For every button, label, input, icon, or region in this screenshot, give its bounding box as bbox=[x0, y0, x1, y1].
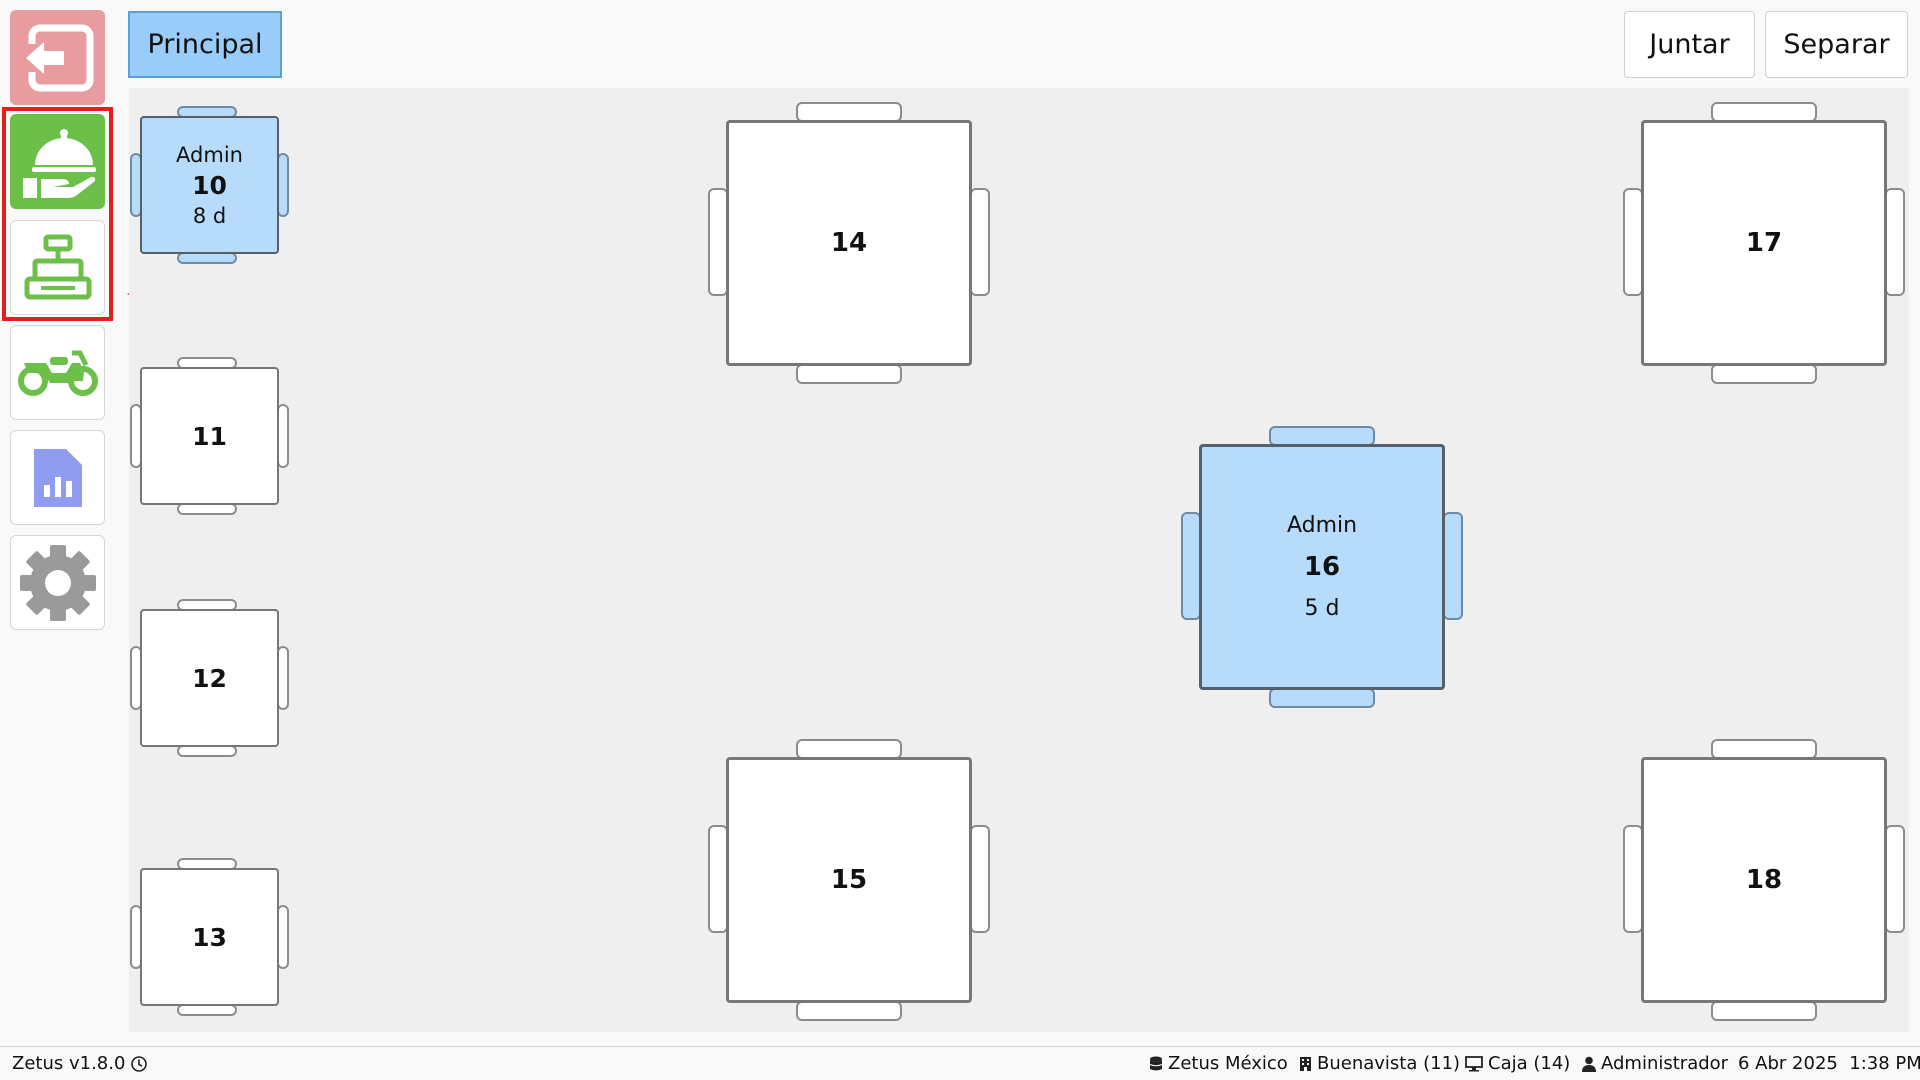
table-number: 10 bbox=[192, 170, 227, 200]
company-text: Zetus México bbox=[1168, 1053, 1288, 1074]
delivery-button[interactable] bbox=[10, 325, 105, 420]
chair bbox=[1623, 188, 1643, 296]
table-number: 17 bbox=[1745, 228, 1783, 258]
chair bbox=[970, 188, 990, 296]
table-18[interactable]: 18 bbox=[1623, 739, 1905, 1021]
cash-register-button[interactable] bbox=[10, 220, 105, 315]
table-14[interactable]: 14 bbox=[708, 102, 990, 384]
table-16[interactable]: Admin 16 5 d bbox=[1181, 426, 1463, 708]
chair bbox=[1885, 825, 1905, 933]
chair bbox=[1711, 739, 1817, 759]
chair bbox=[1269, 426, 1375, 446]
chair bbox=[796, 1001, 902, 1021]
table-number: 14 bbox=[830, 228, 868, 258]
chair bbox=[1181, 512, 1201, 620]
user-text: Administrador bbox=[1601, 1053, 1729, 1074]
table-10[interactable]: Admin 10 8 d bbox=[130, 106, 289, 264]
chair bbox=[970, 825, 990, 933]
gear-icon bbox=[17, 542, 99, 624]
join-label: Juntar bbox=[1649, 29, 1730, 60]
datetime-info: 6 Abr 2025 1:38 PM bbox=[1738, 1053, 1920, 1074]
company-info: Zetus México bbox=[1149, 1053, 1288, 1074]
table-number: 13 bbox=[192, 922, 227, 952]
area-tab-label: Principal bbox=[147, 29, 263, 60]
monitor-icon bbox=[1465, 1055, 1483, 1072]
table-number: 16 bbox=[1303, 552, 1341, 582]
chair bbox=[1711, 1001, 1817, 1021]
chair bbox=[1623, 825, 1643, 933]
user-icon bbox=[1582, 1056, 1596, 1072]
table-user: Admin bbox=[1286, 513, 1358, 538]
split-button[interactable]: Separar bbox=[1765, 11, 1908, 78]
chair bbox=[708, 188, 728, 296]
chair bbox=[1269, 688, 1375, 708]
table-number: 18 bbox=[1745, 865, 1783, 895]
branch-text: Buenavista (11) bbox=[1317, 1053, 1461, 1074]
exit-button[interactable] bbox=[10, 10, 105, 105]
register-info: Caja (14) bbox=[1465, 1053, 1570, 1074]
database-icon bbox=[1149, 1056, 1163, 1072]
table-number: 12 bbox=[192, 663, 227, 693]
table-13[interactable]: 13 bbox=[130, 858, 289, 1016]
chair bbox=[1443, 512, 1463, 620]
clock-icon bbox=[130, 1055, 148, 1073]
split-label: Separar bbox=[1783, 29, 1890, 60]
register-text: Caja (14) bbox=[1488, 1053, 1571, 1074]
status-bar: Zetus v1.8.0 Zetus México Buenavista (11… bbox=[0, 1046, 1920, 1080]
area-tab-principal[interactable]: Principal bbox=[128, 11, 282, 78]
branch-info: Buenavista (11) bbox=[1299, 1053, 1460, 1074]
chair bbox=[708, 825, 728, 933]
building-icon bbox=[1299, 1056, 1312, 1072]
table-duration: 5 d bbox=[1304, 596, 1340, 621]
settings-button[interactable] bbox=[10, 535, 105, 630]
chair bbox=[1711, 364, 1817, 384]
chair bbox=[796, 102, 902, 122]
chair bbox=[796, 739, 902, 759]
cash-register-icon bbox=[21, 231, 95, 305]
table-number: 15 bbox=[830, 865, 868, 895]
version-text: Zetus v1.8.0 bbox=[12, 1053, 126, 1074]
exit-icon bbox=[18, 18, 98, 98]
table-12[interactable]: 12 bbox=[130, 599, 289, 757]
report-chart-icon bbox=[28, 443, 88, 513]
chair bbox=[796, 364, 902, 384]
table-user: Admin bbox=[176, 142, 243, 167]
chair bbox=[1711, 102, 1817, 122]
table-17[interactable]: 17 bbox=[1623, 102, 1905, 384]
table-11[interactable]: 11 bbox=[130, 357, 289, 515]
floor-plan bbox=[129, 88, 1909, 1032]
join-button[interactable]: Juntar bbox=[1624, 11, 1755, 78]
table-15[interactable]: 15 bbox=[708, 739, 990, 1021]
reports-button[interactable] bbox=[10, 430, 105, 525]
chair bbox=[1885, 188, 1905, 296]
version-info: Zetus v1.8.0 bbox=[12, 1053, 148, 1074]
tables-button[interactable] bbox=[10, 114, 105, 209]
table-duration: 8 d bbox=[192, 203, 227, 228]
table-number: 11 bbox=[192, 421, 227, 451]
user-info: Administrador bbox=[1582, 1053, 1728, 1074]
datetime-text: 6 Abr 2025 1:38 PM bbox=[1738, 1053, 1920, 1074]
serving-dish-icon bbox=[17, 121, 99, 203]
motorcycle-icon bbox=[16, 343, 100, 403]
